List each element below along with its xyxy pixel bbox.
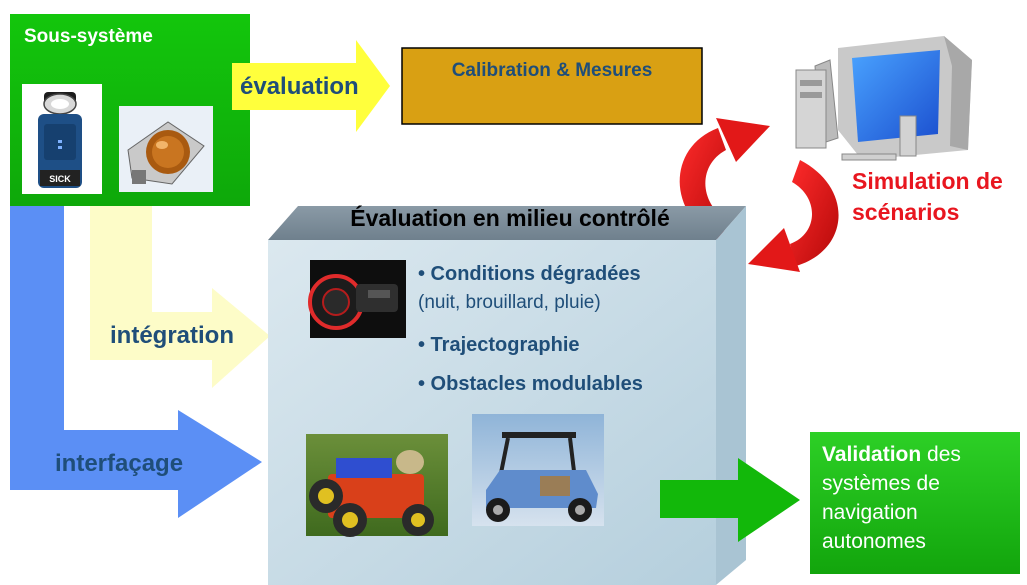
- computer-image: [795, 36, 972, 161]
- validation-line-4: autonomes: [822, 530, 926, 553]
- bullet-trajectography: • Trajectographie: [418, 334, 580, 356]
- evaluation-label: évaluation: [240, 73, 359, 100]
- central-box-title: Évaluation en milieu contrôlé: [350, 205, 670, 231]
- validation-line-1: Validation des: [822, 440, 1022, 469]
- integration-label: intégration: [110, 322, 234, 349]
- bullet-degraded-conditions: • Conditions dégradées: [418, 263, 641, 285]
- validation-arrow: [660, 458, 800, 542]
- sick-sensor-photo: [22, 84, 102, 194]
- integration-arrow: [90, 196, 270, 388]
- evaluation-arrow: [232, 40, 390, 132]
- validation-text: Validation des systèmes de navigation au…: [822, 440, 1022, 556]
- interfacing-arrow: [10, 196, 262, 518]
- validation-line-1-rest: des: [921, 443, 961, 466]
- bullet-degraded-conditions-detail: (nuit, brouillard, pluie): [418, 292, 601, 313]
- calibration-box: [401, 47, 703, 125]
- validation-box: [810, 432, 1020, 574]
- validation-line-2: systèmes de: [822, 472, 940, 495]
- simulation-cycle-arrows: [679, 118, 839, 272]
- dark-camera-photo: [308, 260, 406, 338]
- bullet-modular-obstacles: • Obstacles modulables: [418, 373, 643, 395]
- calibration-label: Calibration & Mesures: [451, 60, 653, 81]
- robot-photo: [306, 434, 448, 537]
- subsystem-title: Sous-système: [24, 26, 153, 47]
- simulation-label: Simulation de scénarios: [852, 166, 1003, 228]
- validation-line-3: navigation: [822, 501, 918, 524]
- validation-bold-word: Validation: [822, 443, 922, 466]
- autonomous-cart-photo: [472, 414, 604, 526]
- sick-logo-text: SICK: [49, 174, 71, 184]
- camera-sensor-photo: [119, 106, 213, 192]
- simulation-line-1: Simulation de: [852, 168, 1003, 194]
- interfacing-label: interfaçage: [55, 450, 184, 477]
- simulation-line-2: scénarios: [852, 199, 960, 225]
